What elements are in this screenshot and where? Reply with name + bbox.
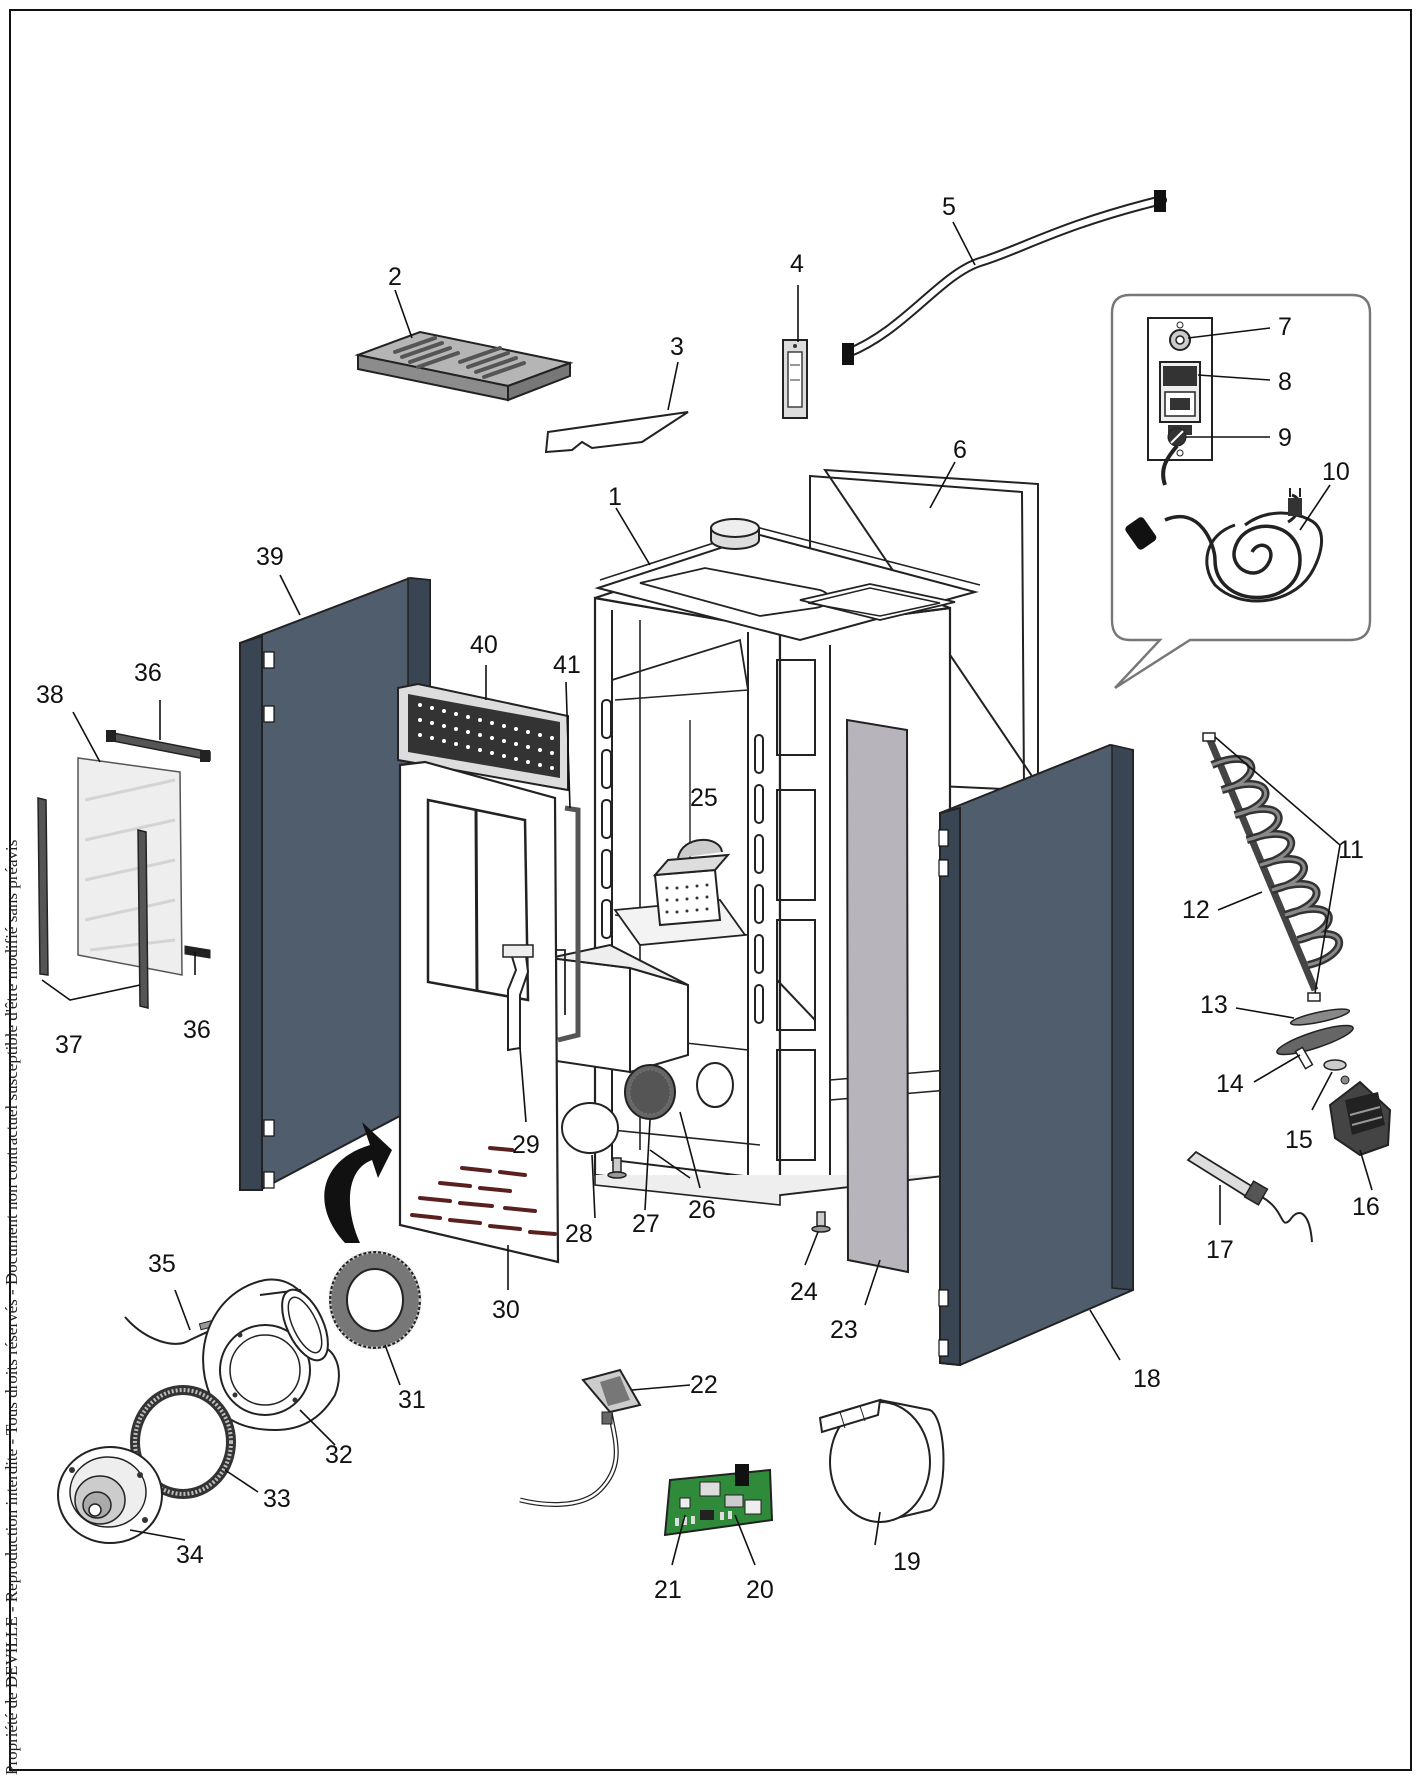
- callout-13: 13: [1200, 991, 1228, 1019]
- callout-16: 16: [1352, 1193, 1380, 1221]
- callout-41: 41: [553, 651, 581, 679]
- part-17-temperature-probe: [1186, 1150, 1313, 1243]
- callout-6: 6: [953, 436, 967, 464]
- part-13-gasket: [1289, 1008, 1351, 1026]
- callout-26: 26: [688, 1196, 716, 1224]
- part-31-gasket-ring: [328, 1250, 422, 1350]
- callout-11: 11: [1338, 836, 1364, 864]
- callout-12: 12: [1182, 896, 1210, 924]
- callout-1: 1: [608, 483, 622, 511]
- electrical-detail-inset: [1110, 293, 1372, 690]
- callout-14: 14: [1216, 1070, 1244, 1098]
- part-3-plate: [544, 411, 689, 454]
- callout-9: 9: [1278, 424, 1292, 452]
- part-25-burner-pot: [613, 838, 747, 946]
- callout-23: 23: [830, 1316, 858, 1344]
- callout-39: 39: [256, 543, 284, 571]
- part-38-door-glass: [77, 757, 183, 976]
- callout-18: 18: [1133, 1365, 1161, 1393]
- part-11-auger-bearing: [1202, 732, 1341, 1002]
- part-29-door-handle: [502, 944, 534, 1052]
- part-23-side-insulation: [845, 718, 910, 1274]
- callout-24: 24: [790, 1278, 818, 1306]
- part-4-control-display: [782, 339, 808, 419]
- part-41-door-seal: [557, 805, 581, 1043]
- part-30-front-door: [398, 760, 560, 1264]
- callout-4: 4: [790, 250, 804, 278]
- part-34-extraction-motor: [57, 1446, 163, 1544]
- callout-17: 17: [1206, 1236, 1234, 1264]
- part-24-foot: [607, 1157, 831, 1233]
- callout-labels: 1 2 3 4 5 6 7 8 9 10 11 12 13 14 15 16 1…: [36, 193, 1380, 1604]
- callout-2: 2: [388, 263, 402, 291]
- callout-33: 33: [263, 1485, 291, 1513]
- callout-36-top: 36: [134, 659, 162, 687]
- part-37-glass-seal: [37, 797, 149, 1009]
- callout-37: 37: [55, 1031, 83, 1059]
- part-5-flat-cable: [842, 190, 1167, 365]
- part-16-gear-motor: [1328, 1075, 1392, 1157]
- callout-7: 7: [1278, 313, 1292, 341]
- part-27-filter-disc: [624, 1064, 676, 1120]
- part-20-circuit-board: [663, 1464, 774, 1537]
- callout-29: 29: [512, 1131, 540, 1159]
- part-26-ash-drawer: [549, 943, 689, 1074]
- part-32-extraction-housing: [202, 1278, 340, 1432]
- part-15-washer: [1323, 1059, 1347, 1071]
- callout-34: 34: [176, 1541, 204, 1569]
- part-40-front-grille: [397, 682, 569, 792]
- callout-21: 21: [654, 1576, 682, 1604]
- callout-31: 31: [398, 1386, 426, 1414]
- callout-32: 32: [325, 1441, 353, 1469]
- part-14-motor-plate: [1276, 1024, 1354, 1070]
- part-33-gasket-ring: [130, 1385, 236, 1499]
- part-2-top-grill: [354, 330, 574, 402]
- callout-38: 38: [36, 681, 64, 709]
- part-36-glass-bracket: [106, 730, 211, 959]
- callout-40: 40: [470, 631, 498, 659]
- callout-35: 35: [148, 1250, 176, 1278]
- callout-20: 20: [746, 1576, 774, 1604]
- callout-5: 5: [942, 193, 956, 221]
- part-12-auger-screw: [1206, 738, 1343, 992]
- part-19-convection-fan: [818, 1398, 945, 1523]
- open-door-arrow: [324, 1122, 392, 1243]
- callout-22: 22: [690, 1371, 718, 1399]
- part-28-cover-disc: [561, 1102, 619, 1154]
- callout-36-bottom: 36: [183, 1016, 211, 1044]
- callout-3: 3: [670, 333, 684, 361]
- leader-lines: [41, 221, 1373, 1566]
- callout-19: 19: [893, 1548, 921, 1576]
- callout-25: 25: [690, 784, 718, 812]
- callout-15: 15: [1285, 1126, 1313, 1154]
- callout-10: 10: [1322, 458, 1350, 486]
- callout-30: 30: [492, 1296, 520, 1324]
- callout-27: 27: [632, 1210, 660, 1238]
- part-22-transformer: [519, 1368, 642, 1507]
- callout-28: 28: [565, 1220, 593, 1248]
- drawing-border: [9, 9, 1412, 1771]
- callout-8: 8: [1278, 368, 1292, 396]
- part-18-right-side-panel: [938, 743, 1134, 1367]
